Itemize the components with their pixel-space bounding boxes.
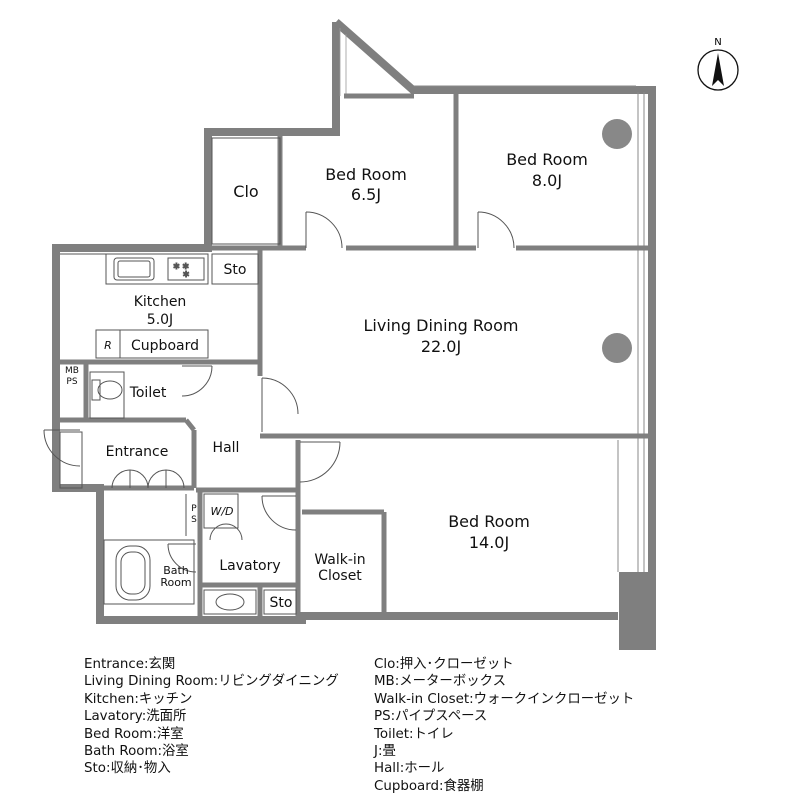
legend-item: Kitchen:キッチン [84,691,193,707]
thin-lines [59,137,297,615]
bedroom-a-size: 6.5J [351,185,381,204]
legend-item: MB:メーターボックス [374,674,506,690]
legend-item: Bath Room:浴室 [84,744,189,760]
hall-label: Hall [213,440,240,456]
bedroom-c-size: 14.0J [469,533,509,552]
bath-label-1: Bath [163,564,189,577]
window-strip [414,85,645,572]
toilet-label: Toilet [129,385,167,401]
legend-item: Living Dining Room:リビングダイニング [84,674,339,690]
legend-item: Lavatory:洗面所 [84,709,187,725]
bath-label-2: Room [160,576,191,589]
legend-item: Sto:収納･物入 [84,761,171,777]
door-swings [43,211,515,573]
wd-label: W/D [210,505,233,518]
plant-icon [602,333,632,363]
legend-item: Bed Room:洋室 [84,726,184,742]
mb-label: MB [65,366,79,376]
lavatory-label: Lavatory [219,558,280,574]
clo-label: Clo [233,182,258,201]
legend-item: Clo:押入･クローゼット [374,657,514,672]
bedroom-b-size: 8.0J [532,171,562,190]
ps-small-p: P [191,504,197,514]
svg-text:✲ ✲: ✲ ✲ [173,262,189,271]
plant-icon [602,119,632,149]
living-name: Living Dining Room [364,316,519,335]
legend-item: Hall:ホール [374,761,445,777]
exterior-walls [52,19,656,624]
ps-label: PS [66,377,77,387]
cupboard-label: Cupboard [131,338,199,354]
kitchen-name: Kitchen [134,294,187,310]
entrance-label: Entrance [106,444,169,460]
living-size: 22.0J [421,337,461,356]
pillar [619,572,656,650]
fridge-label: R [104,339,112,352]
bedroom-b-name: Bed Room [506,150,588,169]
bathtub-icon [115,545,151,601]
closet-doors [111,469,243,541]
ps-small-s: S [191,515,197,525]
sto-top-label: Sto [224,262,247,278]
floor-plan: N [43,19,739,650]
legend-item: Cupboard:食器棚 [374,778,484,794]
bedroom-c-name: Bed Room [448,512,530,531]
interior-walls [60,92,650,616]
sink-icon [215,593,245,611]
legend-item: J:畳 [374,744,396,760]
north-arrow-icon [697,49,739,91]
bedroom-a-name: Bed Room [325,165,407,184]
sto-bottom-label: Sto [270,595,293,611]
legend-right: Clo:押入･クローゼット MB:メーターボックス Walk-in Closet… [374,656,634,795]
legend-item: Walk-in Closet:ウォークインクローゼット [374,691,635,707]
bay-window-hatch [339,28,347,96]
legend-left: Entrance:玄関 Living Dining Room:リビングダイニング… [84,656,339,778]
legend-item: Entrance:玄関 [84,657,176,672]
kitchen-counter: ✲ ✲ ✲ [105,253,209,285]
walkin-label-1: Walk-in [314,552,365,568]
legend-item: Toilet:トイレ [374,726,454,742]
legend-item: PS:パイプスペース [374,709,488,725]
kitchen-size: 5.0J [147,312,173,328]
walkin-label-2: Closet [318,568,362,584]
toilet-fixture-icon [91,379,123,401]
north-label: N [714,37,721,48]
svg-text:✲: ✲ [183,270,190,279]
